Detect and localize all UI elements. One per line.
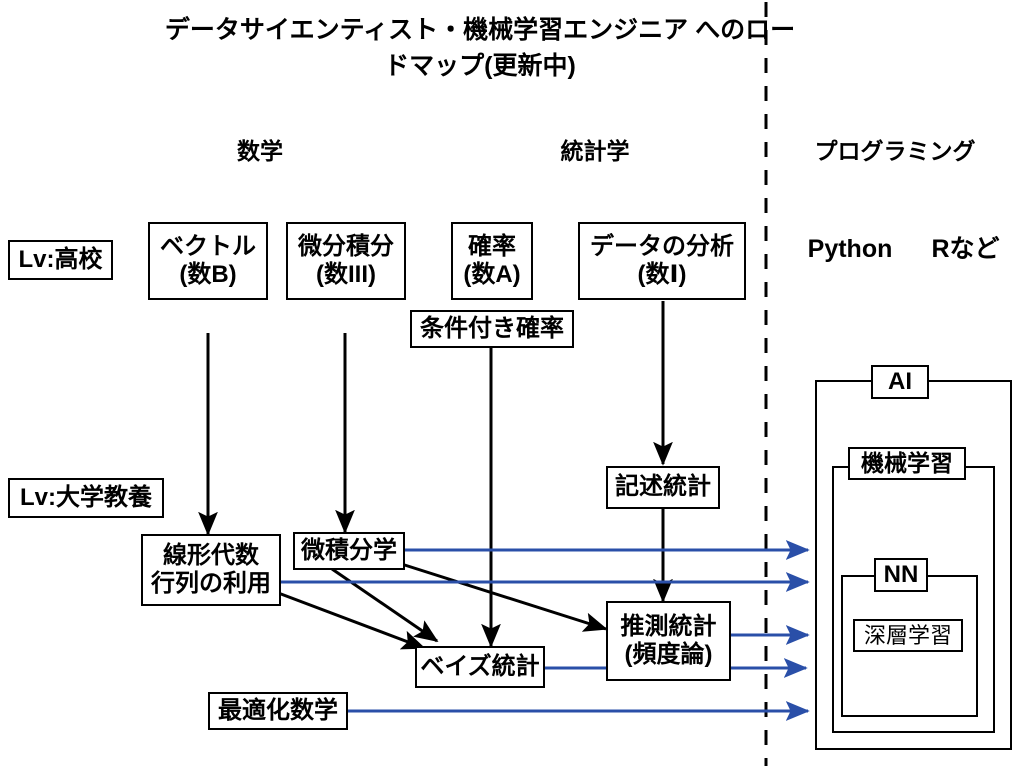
label-neural-network: NN — [874, 558, 928, 592]
node-bayesian-statistics: ベイズ統計 — [415, 646, 545, 688]
title-line-2: へのロードマップ(更新中) — [384, 16, 796, 81]
node-descriptive-statistics: 記述統計 — [606, 466, 720, 509]
column-header-programming: プログラミング — [814, 138, 976, 164]
arrow-calculus-uni-to-inferential — [391, 559, 608, 632]
page-title: データサイエンティスト・機械学習エンジニア へのロードマップ(更新中) — [160, 12, 800, 85]
level-label-highschool: Lv:高校 — [8, 240, 113, 280]
label-deep-learning: 深層学習 — [853, 619, 963, 652]
node-conditional-probability: 条件付き確率 — [410, 310, 574, 348]
node-inferential-statistics: 推測統計 (頻度論) — [606, 601, 731, 681]
level-label-university: Lv:大学教養 — [8, 478, 164, 518]
arrow-calculus-uni-to-bayesian — [331, 567, 439, 643]
label-python: Python — [807, 235, 893, 264]
label-r-etc: Rなど — [931, 235, 1000, 264]
label-machine-learning: 機械学習 — [848, 447, 966, 480]
label-ai: AI — [871, 365, 929, 399]
title-line-1: データサイエンティスト・機械学習エンジニア — [164, 16, 689, 44]
node-data-analysis: データの分析 (数Ⅰ) — [578, 222, 746, 300]
column-header-math: 数学 — [237, 138, 283, 164]
node-calculus-highschool: 微分積分 (数III) — [286, 222, 406, 300]
column-header-statistics: 統計学 — [560, 138, 630, 164]
node-optimization-math: 最適化数学 — [208, 692, 348, 730]
arrow-linear-algebra-to-bayesian — [272, 589, 426, 650]
node-linear-algebra: 線形代数 行列の利用 — [141, 534, 281, 606]
node-calculus-university: 微積分学 — [293, 532, 405, 570]
node-probability: 確率 (数A) — [451, 222, 533, 300]
node-vector: ベクトル (数B) — [148, 222, 268, 300]
